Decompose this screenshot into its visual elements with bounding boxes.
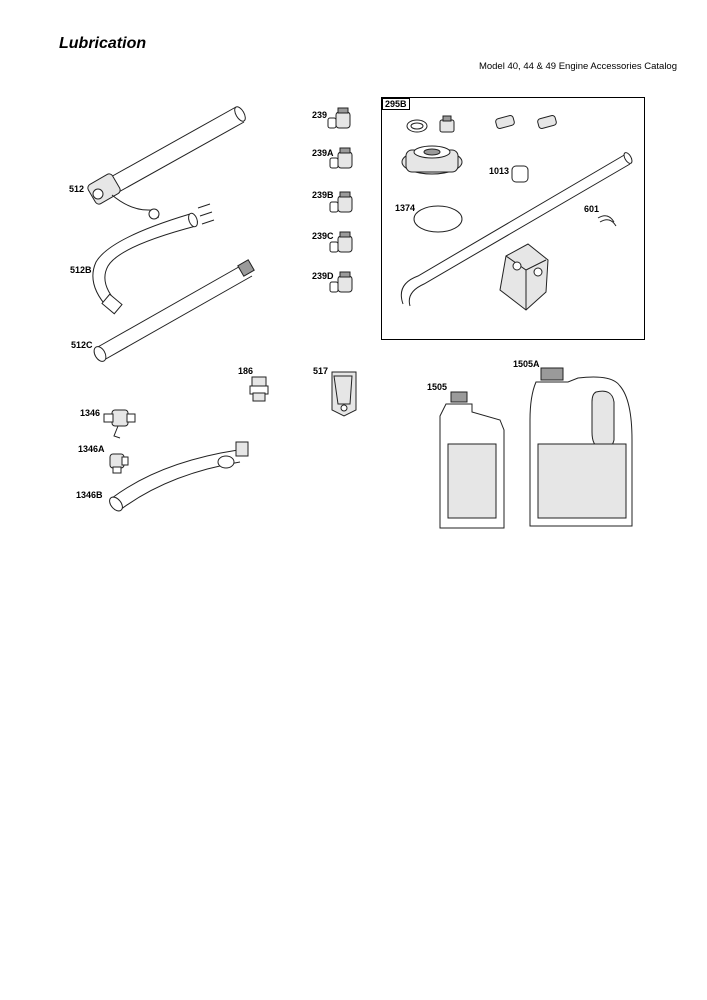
oil-jug-1505A	[530, 368, 632, 526]
drain-valve-1346	[104, 410, 135, 438]
callout-512: 512	[69, 184, 85, 194]
fitting-1346A	[110, 454, 128, 473]
drain-hose-1346B	[107, 442, 248, 513]
fitting-186	[250, 377, 268, 401]
callout-1346B: 1346B	[76, 490, 103, 500]
callout-295B: 295B	[382, 98, 410, 110]
callout-186: 186	[238, 366, 254, 376]
oil-bottle-1505	[440, 392, 504, 528]
callout-1346: 1346	[80, 408, 101, 418]
kit-295B-parts	[401, 115, 633, 310]
callout-512C: 512C	[71, 340, 93, 350]
callout-1374: 1374	[395, 203, 416, 213]
callout-517: 517	[313, 366, 329, 376]
callout-239D: 239D	[312, 271, 334, 281]
fitting-239A	[330, 148, 352, 168]
callout-1013: 1013	[489, 166, 510, 176]
catalog-subtitle: Model 40, 44 & 49 Engine Accessories Cat…	[478, 61, 677, 72]
bracket-517	[332, 372, 356, 416]
callout-1505: 1505	[427, 382, 448, 392]
callout-239A: 239A	[312, 148, 334, 158]
fitting-239B	[330, 192, 352, 212]
drain-tube-512C	[92, 260, 255, 364]
callout-512B: 512B	[70, 265, 92, 275]
fitting-239C	[330, 232, 352, 252]
callout-239: 239	[312, 110, 328, 120]
callout-239B: 239B	[312, 190, 334, 200]
page-title: Lubrication	[59, 35, 147, 52]
callout-1505A: 1505A	[513, 359, 540, 369]
callout-239C: 239C	[312, 231, 334, 241]
kit-295B-box	[381, 97, 645, 340]
drain-hose-512B	[93, 204, 214, 314]
drain-tube-512	[86, 105, 247, 219]
callout-601: 601	[584, 204, 600, 214]
callout-1346A: 1346A	[78, 444, 105, 454]
fitting-239	[328, 108, 350, 128]
fitting-239D	[330, 272, 352, 292]
